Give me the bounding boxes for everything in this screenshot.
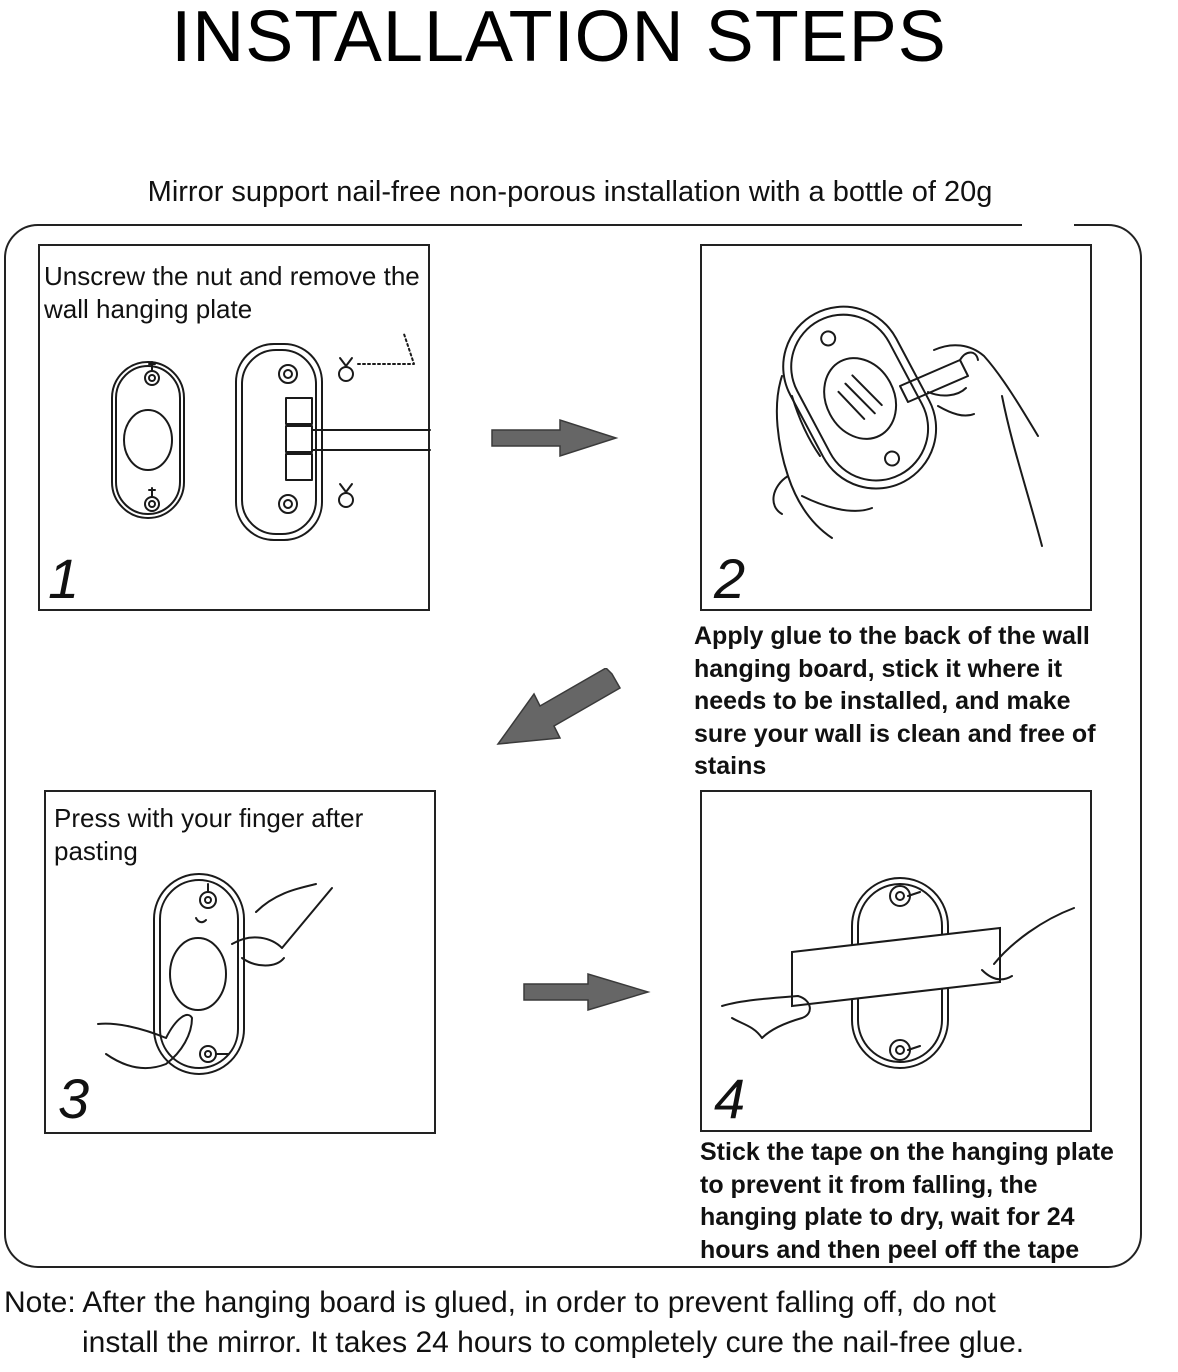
step-4-panel: 4 [700, 790, 1092, 1132]
step-4-caption: Stick the tape on the hanging plate to p… [700, 1138, 1114, 1264]
step-1-label: Unscrew the nut and remove the wall hang… [44, 261, 420, 324]
arrow-right-icon [523, 972, 651, 1012]
step-3-panel: Press with your finger after pasting 3 [44, 790, 436, 1134]
step-1-number: 1 [48, 547, 80, 610]
step-4-number: 4 [714, 1067, 746, 1130]
pressing-finger-icon [97, 873, 333, 1075]
step-2-number: 2 [714, 547, 746, 610]
step-1-panel: Unscrew the nut and remove the wall hang… [38, 244, 431, 611]
note-line-1: Note: After the hanging board is glued, … [4, 1286, 996, 1319]
step-3-number: 3 [58, 1067, 90, 1130]
note-line-2: install the mirror. It takes 24 hours to… [82, 1326, 1025, 1359]
glue-bottle-hand-icon [772, 305, 1043, 547]
step-3-label: Press with your finger after pasting [54, 803, 364, 866]
step-2-caption: Apply glue to the back of the wall hangi… [694, 622, 1096, 780]
step-2-panel: 2 [700, 244, 1092, 611]
page-title: INSTALLATION STEPS [171, 0, 947, 77]
arrow-right-icon [491, 418, 619, 458]
arrow-down-left-icon [496, 668, 622, 745]
page-subtitle: Mirror support nail-free non-porous inst… [147, 176, 993, 208]
wall-hanging-plate-icon [111, 333, 431, 541]
tape-strip-hands-icon [721, 877, 1075, 1069]
instructions-frame [4, 224, 1142, 1268]
